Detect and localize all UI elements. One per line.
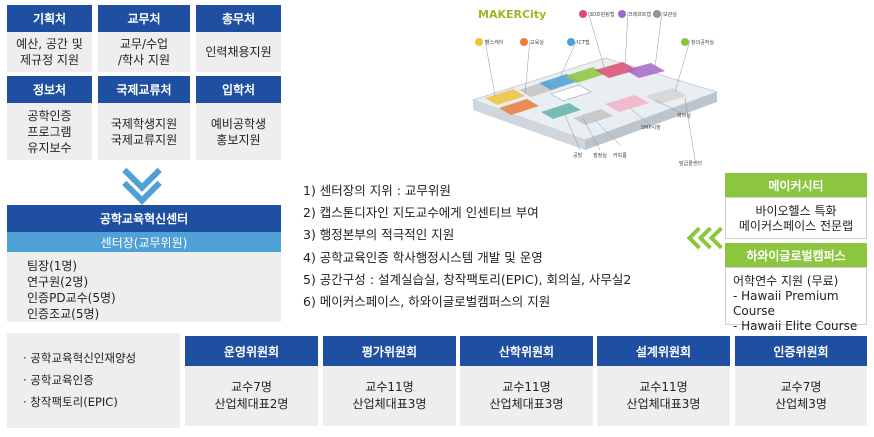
hawaii-line: - Hawaii Premium Course bbox=[733, 289, 839, 318]
dept-body-academic: 교무/수업 /학사 지원 bbox=[98, 32, 190, 72]
floor-plan-label: 크래프트랩 bbox=[628, 12, 652, 18]
maker-city-line: 바이오헬스 특화 bbox=[755, 204, 837, 218]
floor-plan-label: 공방 bbox=[573, 153, 583, 159]
bottom-left-panel: · 공학교육혁신인재양성 · 공학교육인증 · 창작팩토리(EPIC) bbox=[7, 333, 180, 428]
committee-head-accreditation: 인증위원회 bbox=[735, 336, 867, 366]
map-pin-icon bbox=[618, 10, 626, 18]
hawaii-line: - Hawaii Elite Course bbox=[733, 319, 858, 333]
committee-head-design: 설계위원회 bbox=[597, 336, 730, 366]
list-item: 2) 캡스톤디자인 지도교수에게 인센티브 부여 bbox=[303, 205, 539, 221]
committee-body-operations: 교수7명 산업체대표2명 bbox=[185, 366, 318, 426]
map-pin-icon bbox=[681, 38, 689, 46]
dept-head-planning: 기획처 bbox=[7, 5, 92, 32]
dept-head-academic: 교무처 bbox=[98, 5, 190, 32]
list-item: 연구원(2명) bbox=[27, 275, 89, 289]
map-pin-icon bbox=[579, 10, 587, 18]
maker-city-floor-plan: MAKERCity 헬스케어 교육실 ICT랩 3D프린팅랩 크래프트랩 보관실… bbox=[455, 0, 725, 172]
committee-head-evaluation: 평가위원회 bbox=[323, 336, 456, 366]
committee-body-evaluation: 교수11명 산업체대표3명 bbox=[323, 366, 456, 426]
committee-head-operations: 운영위원회 bbox=[185, 336, 318, 366]
map-pin-icon bbox=[567, 38, 575, 46]
floor-plan-label: 보관실 bbox=[663, 12, 677, 18]
list-item: 3) 행정본부의 적극적인 지원 bbox=[303, 227, 455, 243]
committee-body-accreditation: 교수7명 산업체3명 bbox=[735, 366, 867, 426]
list-item: 팀장(1명) bbox=[27, 259, 78, 273]
dept-head-international: 국제교류처 bbox=[98, 76, 190, 103]
center-subtitle: 센터장(교무위원) bbox=[7, 232, 281, 252]
maker-city-line: 메이커스페이스 전문랩 bbox=[738, 219, 854, 233]
floor-plan-label: ICT랩 bbox=[577, 40, 590, 46]
map-pin-icon bbox=[653, 10, 661, 18]
list-item: · 공학교육혁신인재양성 bbox=[23, 351, 137, 365]
floor-plan-drawing bbox=[471, 11, 719, 161]
list-item: · 공학교육인증 bbox=[23, 373, 94, 387]
dept-head-admissions: 입학처 bbox=[196, 76, 281, 103]
dept-body-information: 공학인증 프로그램 유지보수 bbox=[7, 103, 92, 160]
list-item: 6) 메이커스페이스, 하와이글로벌캠퍼스의 지원 bbox=[303, 294, 551, 310]
floor-plan-label: 헬스케어 bbox=[485, 40, 504, 46]
floor-plan-label: 발급콜센터 bbox=[679, 161, 703, 167]
feature-list: 1) 센터장의 지위 : 교무위원 2) 캡스톤디자인 지도교수에게 인센티브 … bbox=[303, 180, 723, 320]
committee-body-industry: 교수11명 산업체대표3명 bbox=[460, 366, 593, 426]
floor-plan-label: 3D프린팅랩 bbox=[589, 12, 615, 18]
center-title: 공학교육혁신센터 bbox=[7, 205, 281, 232]
floor-plan-logo: MAKERCity bbox=[478, 8, 547, 21]
floor-plan-label: 창의공작실 bbox=[691, 40, 715, 46]
list-item: 4) 공학교육인증 학사행정시스템 개발 및 운영 bbox=[303, 249, 543, 265]
floor-plan-label: 행정실 bbox=[593, 153, 607, 159]
dept-head-general-affairs: 총무처 bbox=[196, 5, 281, 32]
dept-body-international: 국제학생지원 국제교류지원 bbox=[98, 103, 190, 160]
list-item: 5) 공간구성 : 설계실습실, 창작팩토리(EPIC), 회의실, 사무실2 bbox=[303, 271, 632, 287]
dept-head-information: 정보처 bbox=[7, 76, 92, 103]
dept-body-general-affairs: 인력채용지원 bbox=[196, 32, 281, 72]
committee-head-industry: 산학위원회 bbox=[460, 336, 593, 366]
hawaii-body: 어학연수 지원 (무료) - Hawaii Premium Course - H… bbox=[725, 267, 867, 333]
hawaii-line: 어학연수 지원 (무료) bbox=[733, 274, 839, 288]
list-item: · 창작팩토리(EPIC) bbox=[23, 395, 118, 409]
center-member-list: 팀장(1명) 연구원(2명) 인증PD교수(5명) 인증조교(5명) bbox=[7, 252, 281, 322]
committee-body-design: 교수11명 산업체대표3명 bbox=[597, 366, 730, 426]
hawaii-head: 하와이글로벌캠퍼스 bbox=[725, 243, 867, 267]
floor-plan-label: 회의실 bbox=[677, 113, 691, 119]
dept-body-admissions: 예비공학생 홍보지원 bbox=[196, 103, 281, 160]
floor-plan-label: 교육실 bbox=[530, 40, 544, 46]
list-item: 1) 센터장의 지위 : 교무위원 bbox=[303, 183, 451, 198]
dept-body-planning: 예산, 공간 및 제규정 지원 bbox=[7, 32, 92, 72]
floor-plan-label: 커피룸 bbox=[613, 153, 627, 159]
maker-city-head: 메이커시티 bbox=[725, 173, 867, 197]
map-pin-icon bbox=[475, 38, 483, 46]
floor-plan-label: SMP시장 bbox=[641, 125, 661, 131]
maker-city-body: 바이오헬스 특화 메이커스페이스 전문랩 bbox=[725, 197, 867, 239]
list-item: 인증조교(5명) bbox=[27, 307, 100, 321]
list-item: 인증PD교수(5명) bbox=[27, 291, 116, 305]
map-pin-icon bbox=[520, 38, 528, 46]
